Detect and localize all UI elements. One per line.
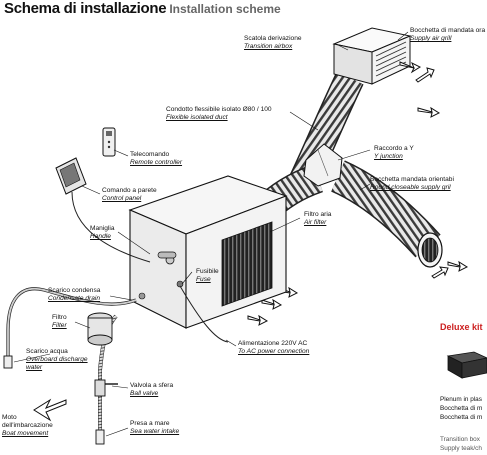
label-transition-airbox: Scatola derivazione Transition airbox [244,35,302,50]
label-sea-water-intake: Presa a mare Sea water intake [130,420,180,435]
kit-line-1: Plenum in plas [440,396,482,403]
title-english: Installation scheme [169,2,281,16]
leader-lines [13,31,409,437]
round-supply-grill [417,232,443,268]
kit-line-3: Bocchetta di m [440,414,483,421]
label-fuse: Fusibile Fuse [196,268,219,283]
kit-footer-2: Supply teak/ch [440,445,482,452]
air-filter-grille [221,221,273,307]
fuse-holder [176,280,184,288]
title-italian: Schema di installazione [4,0,167,17]
label-control-panel: Comando a parete Control panel [102,187,157,202]
label-overboard-discharge: Scarico acqua Overboard discharge water [26,348,88,371]
remote-controller [102,127,116,157]
kit-title: Deluxe kit [440,322,483,332]
label-air-filter: Filtro aria Air filter [304,211,332,226]
kit-line-2: Bocchetta di m [440,405,483,412]
wiring [71,191,229,343]
kit-footer-1: Transition box [440,436,480,443]
label-boat-movement: Moto dell'imbarcazione Boat movement [2,414,53,437]
water-circuit [3,287,137,445]
boat-movement-arrow [33,398,67,422]
label-remote-controller: Telecomando Remote controller [130,151,183,166]
label-filter: Filtro Filter [52,314,67,329]
y-junction [303,143,343,187]
label-round-grill: Bocchetta mandata orientabi Round closea… [370,176,454,191]
label-handle: Maniglia Handle [90,225,115,240]
label-power-connection: Alimentazione 220V AC To AC power connec… [238,340,310,355]
flexible-duct-right [330,160,441,258]
ac-unit [128,175,288,329]
label-condensate-drain: Scarico condensa Condensate drain [48,287,101,302]
control-panel [55,157,87,195]
label-ball-valve: Valvola a sfera Ball valve [130,382,174,397]
label-y-junction: Raccordo a Y Y junction [374,145,414,160]
plenum-box-image [446,351,487,379]
label-flexible-duct: Condotto flessibile isolato Ø80 / 100 Fl… [166,106,272,121]
transition-airbox [332,27,412,85]
label-supply-air-grill: Bocchetta di mandata ora Supply air gril… [410,27,486,42]
